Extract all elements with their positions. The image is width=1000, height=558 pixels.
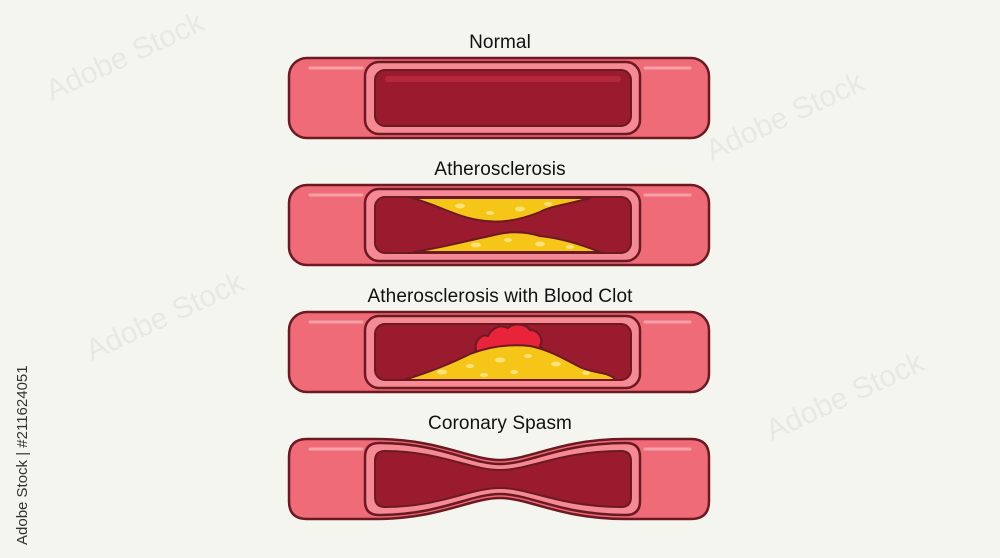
plaque-mass [403, 344, 615, 381]
vessel-atherosclerosis [287, 183, 711, 267]
lumen-highlight [385, 76, 621, 82]
label-atherosclerosis: Atherosclerosis [434, 159, 566, 180]
blood-lumen [374, 69, 632, 127]
plaque-spots [455, 202, 574, 249]
label-normal: Normal [469, 32, 531, 53]
vessel-coronary-spasm [287, 437, 711, 521]
label-atherosclerosis-with-clot: Atherosclerosis with Blood Clot [367, 286, 633, 307]
label-coronary-spasm: Coronary Spasm [428, 413, 572, 434]
plaque-bottom [413, 231, 601, 253]
vessel-normal [287, 56, 711, 140]
blood-lumen [374, 449, 632, 509]
vessel-atherosclerosis-clot [287, 310, 711, 394]
plaque-spots [437, 354, 590, 377]
